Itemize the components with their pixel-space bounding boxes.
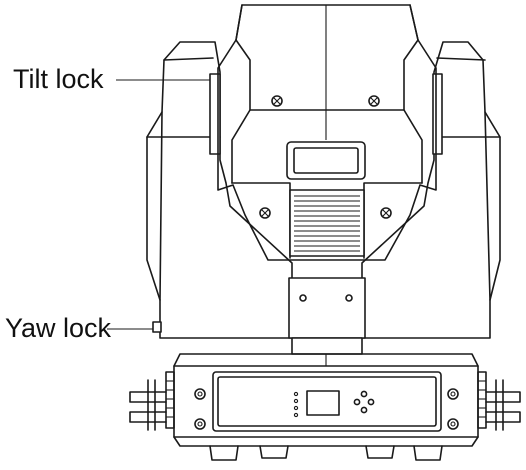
handle: [286, 141, 366, 180]
tilt-lock: [209, 73, 221, 155]
button-left: [353, 398, 361, 406]
button-up: [360, 390, 368, 398]
yaw-lock: [152, 321, 162, 333]
control-panel: [212, 371, 442, 432]
button-right: [367, 398, 375, 406]
base: [173, 353, 479, 461]
head-body: [217, 4, 437, 261]
right-connectors: [477, 371, 521, 431]
left-connectors: [129, 371, 175, 431]
right-yoke-arm: [361, 41, 501, 339]
yaw-lock-label: Yaw lock: [5, 313, 112, 343]
tilt-lock-label: Tilt lock: [13, 64, 104, 94]
yoke-center-block: [288, 277, 366, 355]
display-screen: [306, 390, 340, 416]
button-down: [360, 406, 368, 414]
